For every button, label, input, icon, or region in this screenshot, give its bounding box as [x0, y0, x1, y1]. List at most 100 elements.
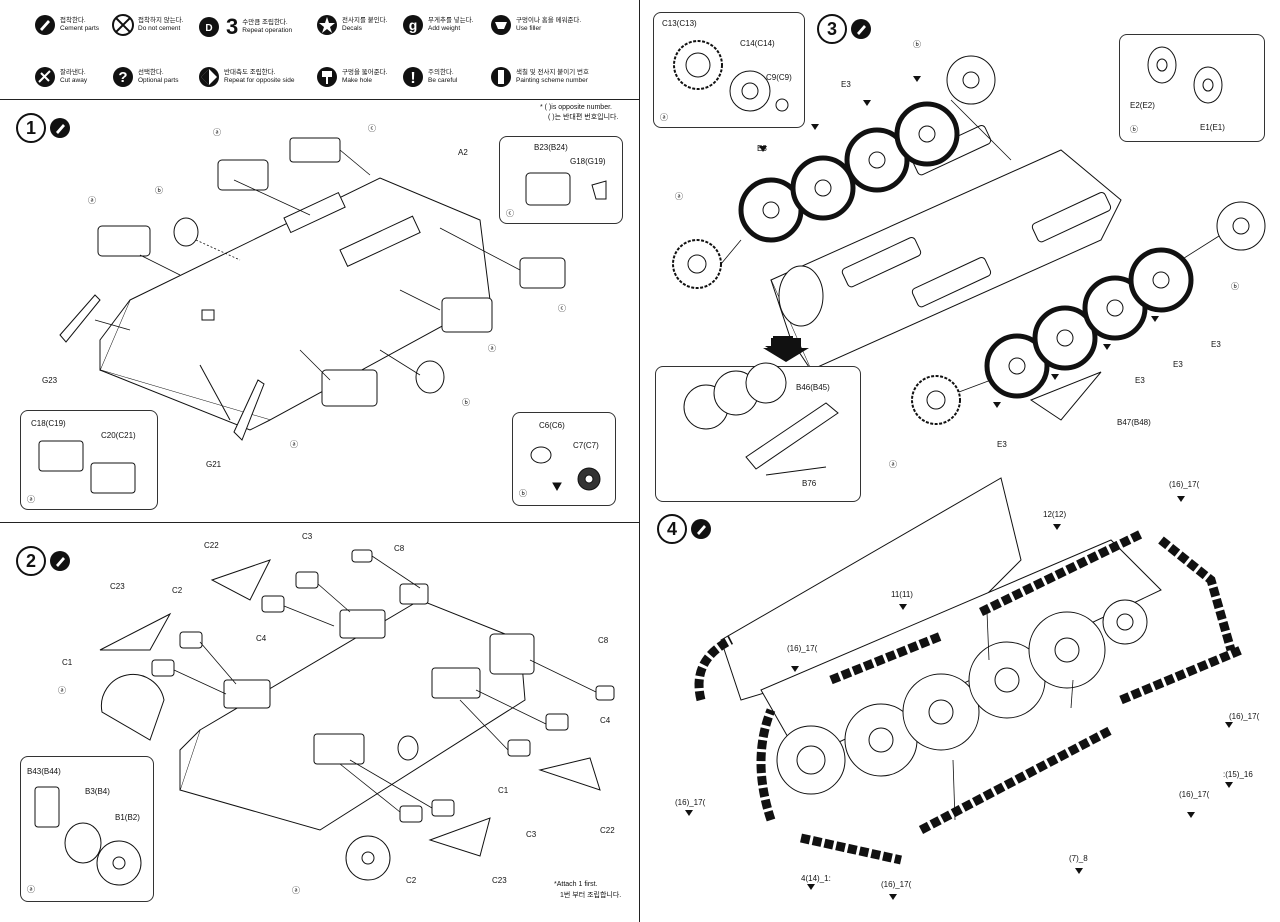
- legend-item-caution: ! 주의한다.Be careful: [402, 66, 457, 88]
- step-2-hull-drawing: [99, 549, 615, 881]
- legend-ko: 선택한다.: [138, 69, 164, 76]
- svg-text:g: g: [409, 17, 418, 33]
- part-label-b46: B46(B45): [796, 383, 830, 392]
- part-label-e1: E1(E1): [1200, 123, 1225, 132]
- legend-ko: 구멍을 뚫어준다.: [342, 69, 388, 76]
- part-label-e3: E3: [997, 440, 1007, 449]
- legend-item-repeat: D 3 수만큼 조립한다.Repeat operation: [198, 14, 292, 40]
- part-label-g21: G21: [206, 460, 222, 469]
- legend-ko: 잘라낸다.: [60, 69, 86, 76]
- part-label-e3: E3: [841, 80, 851, 89]
- legend-item-filler: 구멍이나 홈을 메워준다.Use filler: [490, 14, 581, 36]
- part-label-c2: C2: [172, 586, 183, 595]
- part-label-c4: C4: [600, 716, 611, 725]
- part-ref-a: ⓐ: [675, 192, 683, 201]
- legend-en: Cement parts: [60, 25, 100, 32]
- part-ref-a: ⓐ: [292, 886, 300, 895]
- track-label: :(15)_16: [1223, 770, 1253, 779]
- legend-ko: 접착한다.: [60, 17, 86, 24]
- track-label: (16)_17(: [675, 798, 706, 807]
- step-divider: [0, 522, 640, 523]
- legend-en: Optional parts: [138, 77, 179, 84]
- step-4-track-drawing: [685, 477, 1243, 900]
- track-label: 11(11): [891, 590, 913, 599]
- legend-ko: 색칠 및 전사지 붙이기 번호: [516, 69, 590, 76]
- attach-first-note-ko: 1번 부터 조립합니다.: [560, 892, 622, 899]
- inset-a-wheel-detail: B43(B44) B3(B4) B1(B2) ⓐ: [20, 756, 154, 902]
- part-label-e3: E3: [1135, 376, 1145, 385]
- part-ref-c: ⓒ: [368, 124, 376, 133]
- cement-icon: [691, 519, 711, 539]
- inset-a-detail: C18(C19) C20(C21) ⓐ: [20, 410, 158, 510]
- inset-b-idler-detail: E2(E2) E1(E1) ⓑ: [1119, 34, 1265, 142]
- opposite-note-ko: ( )는 반대편 번호입니다.: [548, 114, 619, 121]
- part-label-b43: B43(B44): [27, 767, 61, 776]
- inset-fender-detail: B46(B45) B76: [655, 362, 861, 502]
- legend-item-cut: 잘라낸다.Cut away: [34, 66, 87, 88]
- part-ref-b: ⓑ: [155, 186, 163, 195]
- part-ref-a: ⓐ: [27, 495, 35, 504]
- part-label-c8: C8: [394, 544, 405, 553]
- cut-icon: [34, 66, 56, 88]
- inset-c-detail: B23(B24) G18(G19) ⓒ: [499, 136, 623, 224]
- part-label-c22: C22: [204, 541, 219, 550]
- track-label: (16)_17(: [787, 644, 818, 653]
- part-ref-a: ⓐ: [88, 196, 96, 205]
- part-ref-b: ⓑ: [1231, 282, 1239, 291]
- part-label-b1: B1(B2): [115, 813, 140, 822]
- part-label-c4: C4: [256, 634, 267, 643]
- cement-icon: [34, 14, 56, 36]
- part-label-e3: E3: [1211, 340, 1221, 349]
- legend-item-cement: 접착한다.Cement parts: [34, 14, 99, 36]
- legend-ko: 무게추를 넣는다.: [428, 17, 474, 24]
- track-label: (16)_17(: [881, 880, 912, 889]
- part-label-b76: B76: [802, 479, 817, 488]
- part-label-c8: C8: [598, 636, 609, 645]
- legend-en: Use filler: [516, 25, 542, 32]
- legend-item-opposite: 반대측도 조립한다.Repeat for opposite side: [198, 66, 294, 88]
- svg-text:D: D: [205, 23, 212, 34]
- legend-item-decals: 전사지를 붙인다.Decals: [316, 14, 387, 36]
- step-3-suspension-drawing: [672, 55, 1266, 425]
- part-label-c20: C20(C21): [101, 431, 136, 440]
- step-number: 2: [16, 546, 46, 576]
- legend-en: Decals: [342, 25, 362, 32]
- cement-icon: [50, 118, 70, 138]
- part-ref-a: ⓐ: [213, 128, 221, 137]
- part-label-e3: E3: [1173, 360, 1183, 369]
- legend-ko: 구멍이나 홈을 메워준다.: [516, 17, 582, 24]
- part-ref-b: ⓑ: [1130, 125, 1138, 134]
- part-ref-a: ⓐ: [660, 113, 668, 122]
- no-cement-icon: [112, 14, 134, 36]
- step-3-badge: 3: [817, 14, 871, 44]
- inset-a-sprocket-detail: C13(C13) C14(C14) C9(C9) ⓐ: [653, 12, 805, 128]
- part-label-g18: G18(G19): [570, 157, 606, 166]
- part-label-b3: B3(B4): [85, 787, 110, 796]
- right-page: C13(C13) C14(C14) C9(C9) ⓐ 3 E2(E2) E1(E…: [641, 0, 1280, 922]
- part-label-c1: C1: [62, 658, 73, 667]
- cement-icon: [851, 19, 871, 39]
- part-label-c18: C18(C19): [31, 419, 66, 428]
- track-label: (16)_17(: [1179, 790, 1210, 799]
- part-ref-b: ⓑ: [462, 398, 470, 407]
- part-ref-a: ⓐ: [290, 440, 298, 449]
- legend-en: Make hole: [342, 77, 372, 84]
- legend-en: Painting scheme number: [516, 77, 588, 84]
- legend-ko: 수만큼 조립한다.: [242, 19, 288, 26]
- attach-first-note-en: *Attach 1 first.: [554, 881, 598, 888]
- legend-en: Cut away: [60, 77, 88, 84]
- legend-item-optional: ? 선택한다.Optional parts: [112, 66, 178, 88]
- opposite-note-en: * ( )is opposite number.: [540, 104, 612, 111]
- step-2-badge: 2: [16, 546, 70, 576]
- part-label-c22: C22: [600, 826, 615, 835]
- caution-icon: !: [402, 66, 424, 88]
- step-number: 3: [817, 14, 847, 44]
- part-label-b23: B23(B24): [534, 143, 568, 152]
- inset-b-detail: C6(C6) C7(C7) ⓑ: [512, 412, 616, 506]
- svg-text:!: !: [410, 70, 415, 87]
- part-label-g23: G23: [42, 376, 58, 385]
- part-ref-c: ⓒ: [506, 209, 514, 218]
- step-number: 4: [657, 514, 687, 544]
- part-label-b47: B47(B48): [1117, 418, 1151, 427]
- legend-en: Be careful: [428, 77, 458, 84]
